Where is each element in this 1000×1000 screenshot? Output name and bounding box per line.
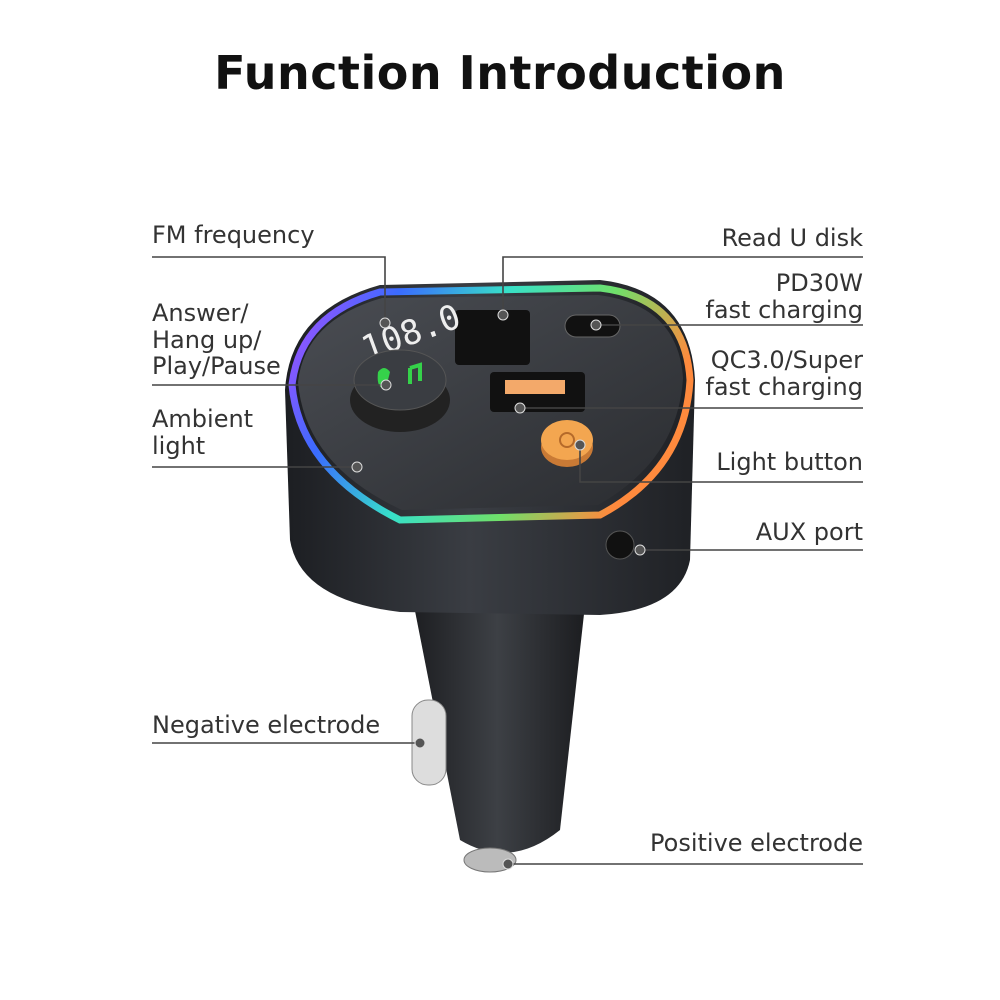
- label-answer-hangup-play-pause: Answer/ Hang up/ Play/Pause: [152, 300, 281, 380]
- label-line: Hang up/: [152, 325, 262, 354]
- label-positive-electrode: Positive electrode: [650, 829, 863, 857]
- callout-lines: [152, 256, 863, 865]
- label-pd30w-fast-charging: PD30W fast charging: [705, 270, 863, 323]
- label-negative-electrode: Negative electrode: [152, 711, 381, 739]
- plug: [405, 560, 590, 873]
- callout-dots: [351, 309, 646, 870]
- label-line: QC3.0/Super: [710, 346, 863, 374]
- label-fm-frequency: FM frequency: [152, 221, 315, 249]
- label-line: PD30W: [775, 269, 863, 297]
- music-note-icon: [408, 362, 422, 384]
- label-line: fast charging: [705, 372, 863, 401]
- label-read-u-disk: Read U disk: [721, 224, 863, 252]
- light-button[interactable]: [541, 420, 593, 460]
- label-qc3-super-fast-charging: QC3.0/Super fast charging: [705, 347, 863, 400]
- label-line: Ambient: [152, 405, 254, 433]
- label-line: Answer/: [152, 299, 249, 327]
- label-ambient-light: Ambient light: [152, 406, 253, 459]
- label-light-button: Light button: [716, 448, 863, 476]
- sun-icon: [559, 432, 575, 448]
- label-line: fast charging: [705, 295, 863, 324]
- usb-port-u-disk: [455, 310, 530, 365]
- label-aux-port: AUX port: [755, 518, 863, 546]
- label-line: light: [152, 431, 206, 460]
- aux-jack: [605, 530, 635, 560]
- ambient-light-ring: [288, 284, 694, 524]
- device-body: 108.0: [285, 280, 695, 615]
- label-line: Play/Pause: [152, 352, 281, 380]
- page-title: Function Introduction: [214, 46, 786, 100]
